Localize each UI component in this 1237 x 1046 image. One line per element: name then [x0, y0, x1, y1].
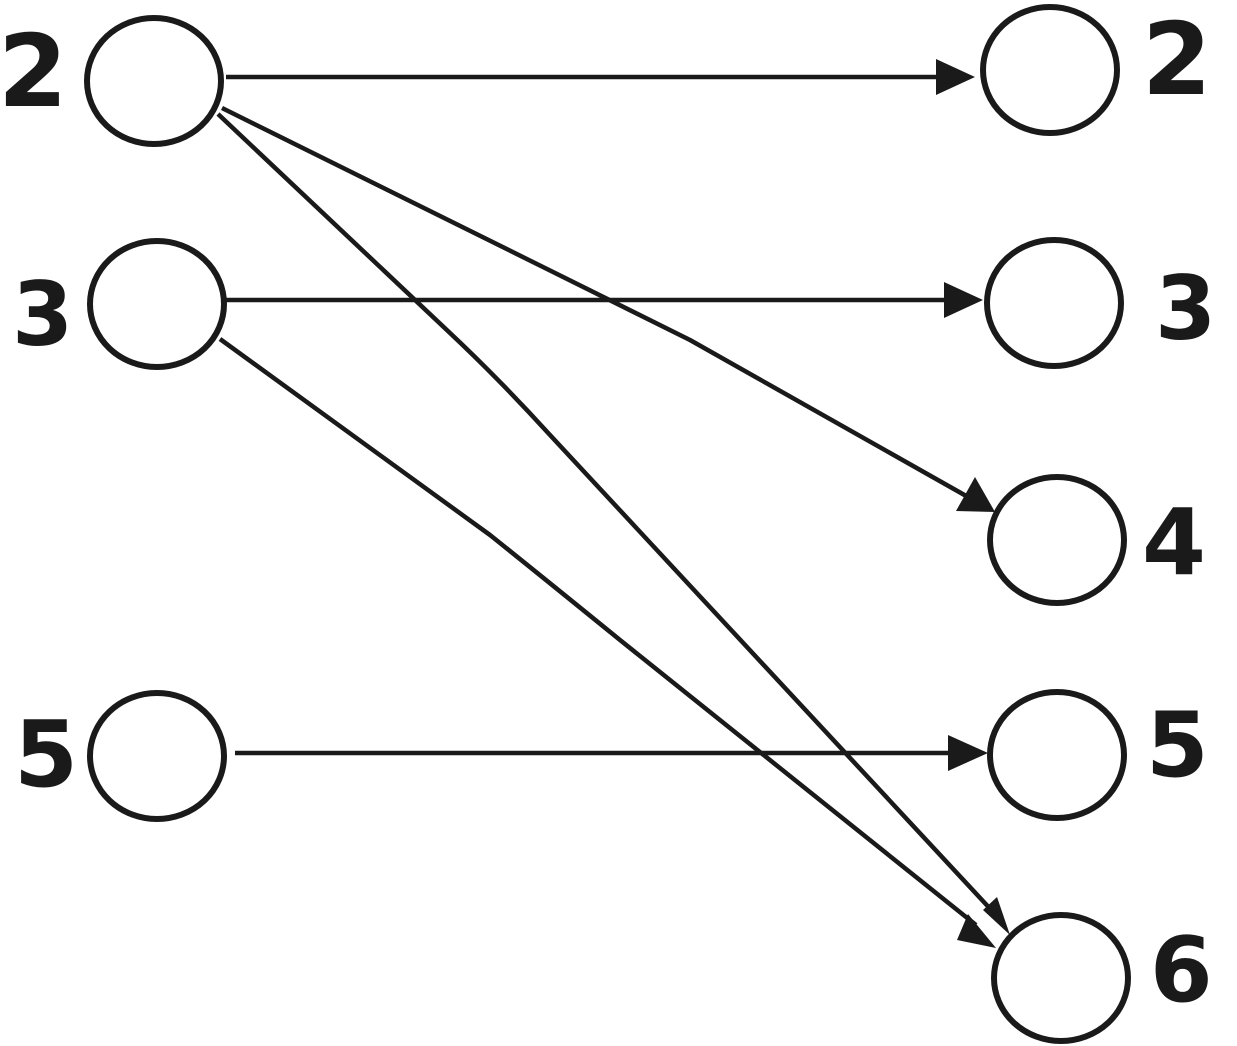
left-nodes: [84, 15, 227, 822]
node-left-3: [87, 238, 227, 370]
arrowhead-L3-R6: [957, 914, 996, 948]
node-right-2: [980, 4, 1120, 136]
edge-L2-R4: [221, 105, 970, 499]
edges: [216, 59, 1010, 948]
node-right-5: [987, 689, 1127, 821]
arrowhead-L5-R5: [948, 735, 988, 771]
left-labels: 2 3 5: [0, 13, 78, 808]
label-left-2: 2: [0, 13, 68, 130]
right-labels: 2 3 4 5 6: [1142, 1, 1216, 1023]
edge-L2-R6: [216, 112, 997, 916]
arrowhead-L2-R2: [936, 59, 975, 95]
arrowhead-L2-R6: [983, 897, 1010, 935]
arrowhead-L3-R3: [944, 282, 983, 318]
label-right-4: 4: [1142, 489, 1206, 596]
label-left-5: 5: [14, 701, 78, 808]
node-right-3: [984, 237, 1124, 369]
right-nodes: [980, 4, 1131, 1044]
edge-L3-R6: [218, 337, 978, 927]
label-right-2: 2: [1142, 1, 1212, 118]
arrowhead-L2-R4: [956, 477, 995, 512]
node-left-2: [84, 15, 224, 147]
label-right-3: 3: [1155, 257, 1216, 360]
label-right-6: 6: [1150, 918, 1213, 1023]
node-right-4: [987, 474, 1127, 606]
label-right-5: 5: [1146, 693, 1209, 798]
node-left-5: [87, 690, 227, 822]
node-right-6: [991, 912, 1131, 1044]
label-left-3: 3: [12, 263, 73, 366]
